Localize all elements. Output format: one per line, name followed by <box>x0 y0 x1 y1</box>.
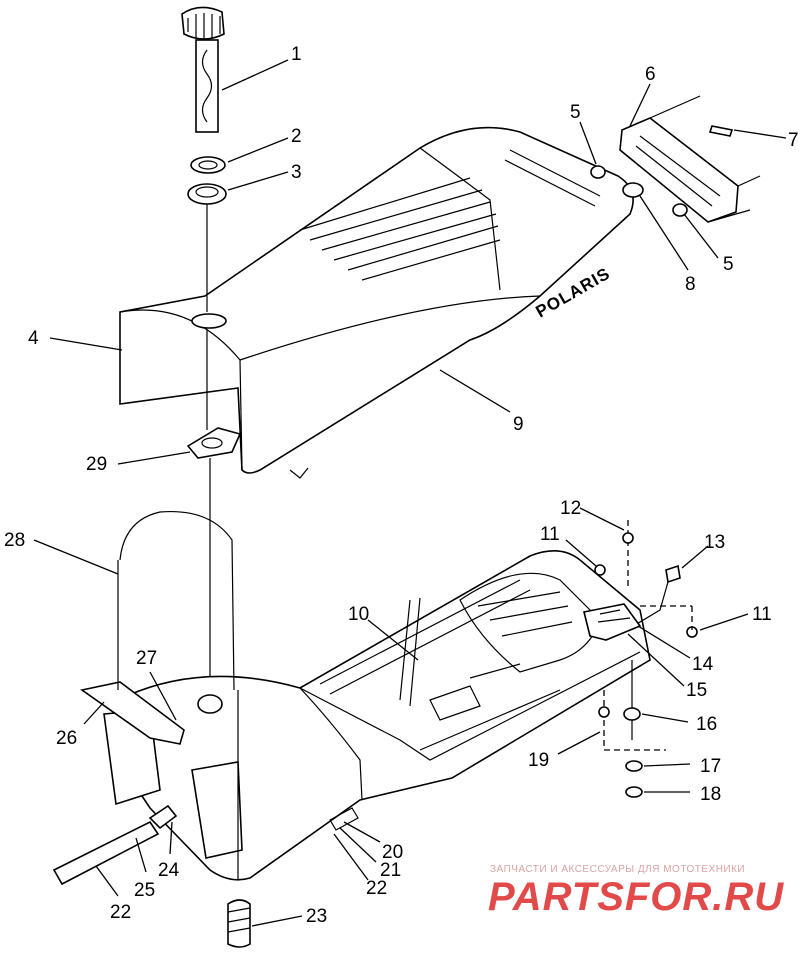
callout-14: 14 <box>692 654 714 675</box>
callout-29: 29 <box>86 454 107 475</box>
callout-10: 10 <box>348 604 369 625</box>
callout-24: 24 <box>158 860 180 881</box>
watermark-site: PARTSFOR.RU <box>488 875 784 919</box>
callout-labels: 1 2 3 4 5 5 6 7 8 9 10 11 11 12 13 14 15… <box>4 44 799 927</box>
seat-bracket <box>590 95 761 223</box>
mount-hardware <box>583 520 698 798</box>
callout-23: 23 <box>306 906 327 927</box>
callout-7: 7 <box>788 130 799 151</box>
leader-lines <box>33 59 787 927</box>
callout-3: 3 <box>291 162 302 183</box>
callout-19: 19 <box>528 750 549 771</box>
callout-5-upper: 5 <box>570 102 581 123</box>
fuel-cap-assembly <box>181 6 242 690</box>
callout-16: 16 <box>696 714 717 735</box>
callout-9: 9 <box>513 414 524 435</box>
callout-17: 17 <box>700 756 721 777</box>
callout-1: 1 <box>291 44 302 65</box>
callout-4: 4 <box>28 328 39 349</box>
watermark-caption: ЗАПЧАСТИ И АКСЕССУАРЫ ДЛЯ МОТОТЕХНИКИ <box>490 864 745 875</box>
callout-18: 18 <box>700 784 721 805</box>
fuel-tank-base <box>80 550 651 881</box>
seat-assembly: POLARIS <box>119 126 634 479</box>
callout-27: 27 <box>136 648 157 669</box>
callout-15: 15 <box>686 680 707 701</box>
callout-5-lower: 5 <box>723 254 734 275</box>
callout-8: 8 <box>685 274 696 295</box>
watermark: ЗАПЧАСТИ И АКСЕССУАРЫ ДЛЯ МОТОТЕХНИКИ PA… <box>488 864 784 919</box>
callout-2: 2 <box>291 126 302 147</box>
callout-26: 26 <box>56 728 77 749</box>
callout-6: 6 <box>645 64 656 85</box>
callout-25: 25 <box>134 880 155 901</box>
callout-21: 21 <box>380 860 401 881</box>
callout-11-right: 11 <box>752 604 772 625</box>
callout-22-right: 22 <box>366 878 387 899</box>
hoses-and-wires <box>52 510 359 948</box>
callout-20: 20 <box>382 842 403 863</box>
callout-11-upper: 11 <box>540 524 560 545</box>
callout-28: 28 <box>4 530 25 551</box>
callout-13: 13 <box>704 532 725 553</box>
callout-22-left: 22 <box>110 902 131 923</box>
callout-12: 12 <box>560 498 581 519</box>
